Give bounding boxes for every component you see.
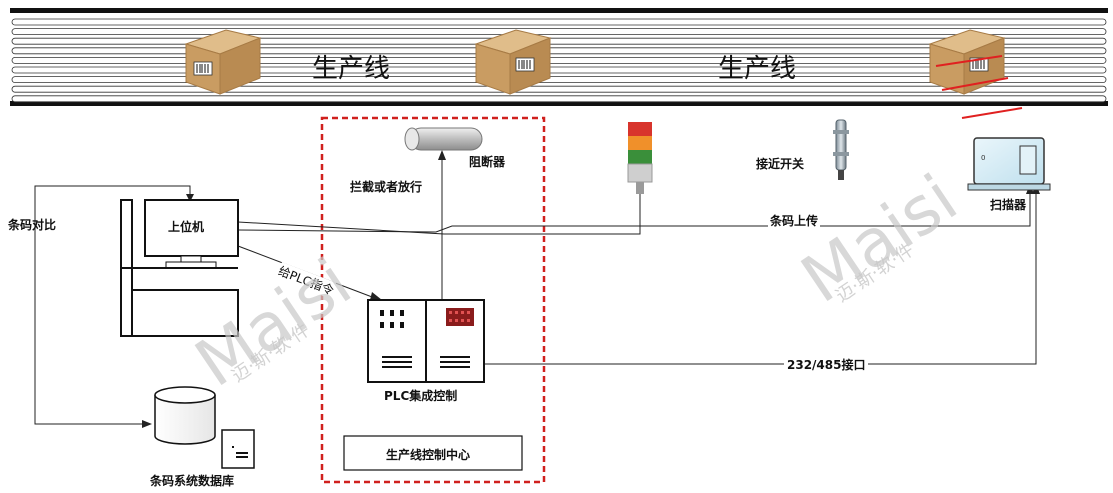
roller [11,47,1107,55]
conveyor-label-right: 生产线 [718,54,797,84]
proximity-sensor [833,119,849,180]
blocker-label: 阻断器 [469,155,506,169]
control-center-box [343,435,523,471]
conveyor-label-left: 生产线 [312,54,391,84]
barcode-compare-label: 条码对比 [8,218,57,232]
laser-lines [935,55,1023,119]
interface-label: 232/485接口 [784,356,869,373]
scanner-device: 0 [967,137,1051,191]
roller [11,57,1107,64]
svg-text:0: 0 [981,154,985,162]
tower-light [627,122,653,194]
database-icon [154,386,255,469]
control-center-label: 生产线控制中心 [386,448,471,462]
roller [11,85,1107,93]
roller [11,95,1107,103]
carton-box-2 [474,29,552,95]
plc-control-label: PLC集成控制 [384,389,458,403]
control-center-region [320,116,546,484]
conveyor-belt [10,8,1108,106]
scanner-label: 扫描器 [990,198,1027,212]
roller [11,66,1107,74]
database-label: 条码系统数据库 [150,474,235,488]
carton-box-1 [184,29,262,95]
barcode-upload-label: 条码上传 [768,212,821,229]
proximity-switch-label: 接近开关 [756,157,805,171]
conveyor-rollers [11,18,1107,103]
roller [11,18,1107,26]
host-computer [120,199,239,337]
host-label: 上位机 [168,220,205,234]
plc-cabinet [367,299,485,383]
roller [11,28,1107,36]
connection-lines [34,158,1037,425]
blocker-cylinder [404,127,483,151]
block-or-release-label: 拦截或者放行 [350,180,423,194]
roller [11,76,1107,83]
roller [11,37,1107,45]
